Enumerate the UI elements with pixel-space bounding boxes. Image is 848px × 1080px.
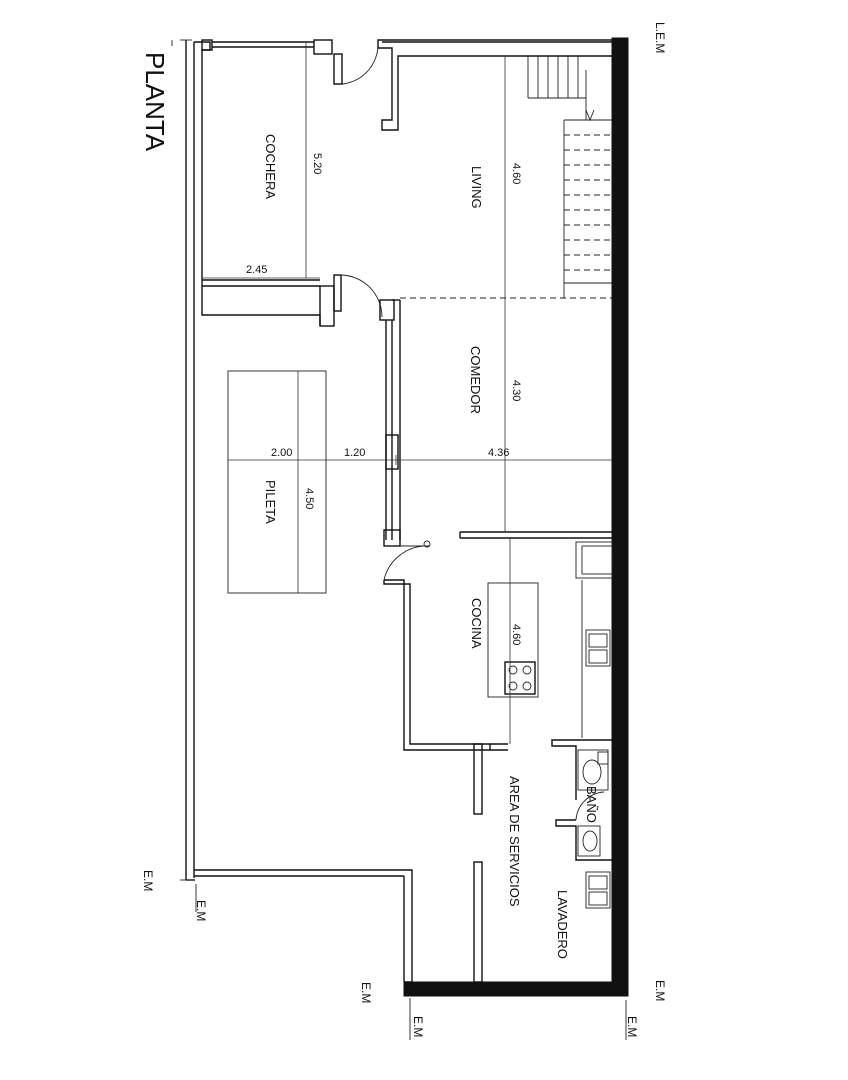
marker-em-left: E.M bbox=[141, 870, 155, 891]
marker-em-bottom: E.M bbox=[411, 1016, 425, 1037]
plan-title: PLANTA bbox=[140, 52, 170, 152]
left-boundary bbox=[180, 39, 195, 881]
rear-boundary bbox=[194, 869, 413, 983]
kitchen-walls bbox=[383, 531, 612, 983]
bath-fixtures bbox=[551, 739, 612, 909]
dim-pileta-width: 2.00 bbox=[271, 447, 292, 459]
pool bbox=[227, 370, 327, 594]
marker-em-bottom-right: E.M bbox=[653, 980, 667, 1001]
dim-living-length: 4.60 bbox=[510, 163, 522, 184]
cochera-walls bbox=[194, 39, 383, 327]
room-label-area-servicios: AREA DE SERVICIOS bbox=[507, 776, 522, 907]
staircase bbox=[527, 56, 612, 298]
dim-comedor-length: 4.30 bbox=[510, 380, 522, 401]
kitchen-fixtures bbox=[487, 541, 613, 738]
dim-cochera-length: 5.20 bbox=[311, 153, 323, 174]
dim-cocina-length: 4.60 bbox=[510, 624, 522, 645]
dim-gap: 1.20 bbox=[344, 447, 365, 459]
room-label-cochera: COCHERA bbox=[263, 134, 278, 199]
room-label-pileta: PILETA bbox=[263, 480, 278, 524]
marker-em-bottom-left: E.M bbox=[359, 982, 373, 1003]
dim-cochera-width: 2.45 bbox=[246, 264, 267, 276]
room-label-bano: BAÑO bbox=[584, 786, 599, 823]
marker-lem-top: L.E.M bbox=[653, 22, 667, 53]
dim-pileta-length: 4.50 bbox=[303, 488, 315, 509]
room-label-comedor: COMEDOR bbox=[468, 346, 483, 414]
dimension-lines bbox=[202, 42, 612, 744]
room-label-cocina: COCINA bbox=[469, 598, 484, 649]
marker-em-left-lower: E.M bbox=[194, 900, 208, 921]
marker-em-bottom-right-lower: E.M bbox=[625, 1016, 639, 1037]
dim-comedor-width: 4.36 bbox=[488, 447, 509, 459]
living-walls bbox=[377, 39, 612, 548]
room-label-lavadero: LAVADERO bbox=[555, 890, 570, 959]
room-label-living: LIVING bbox=[469, 166, 484, 209]
front-wall bbox=[403, 37, 629, 997]
